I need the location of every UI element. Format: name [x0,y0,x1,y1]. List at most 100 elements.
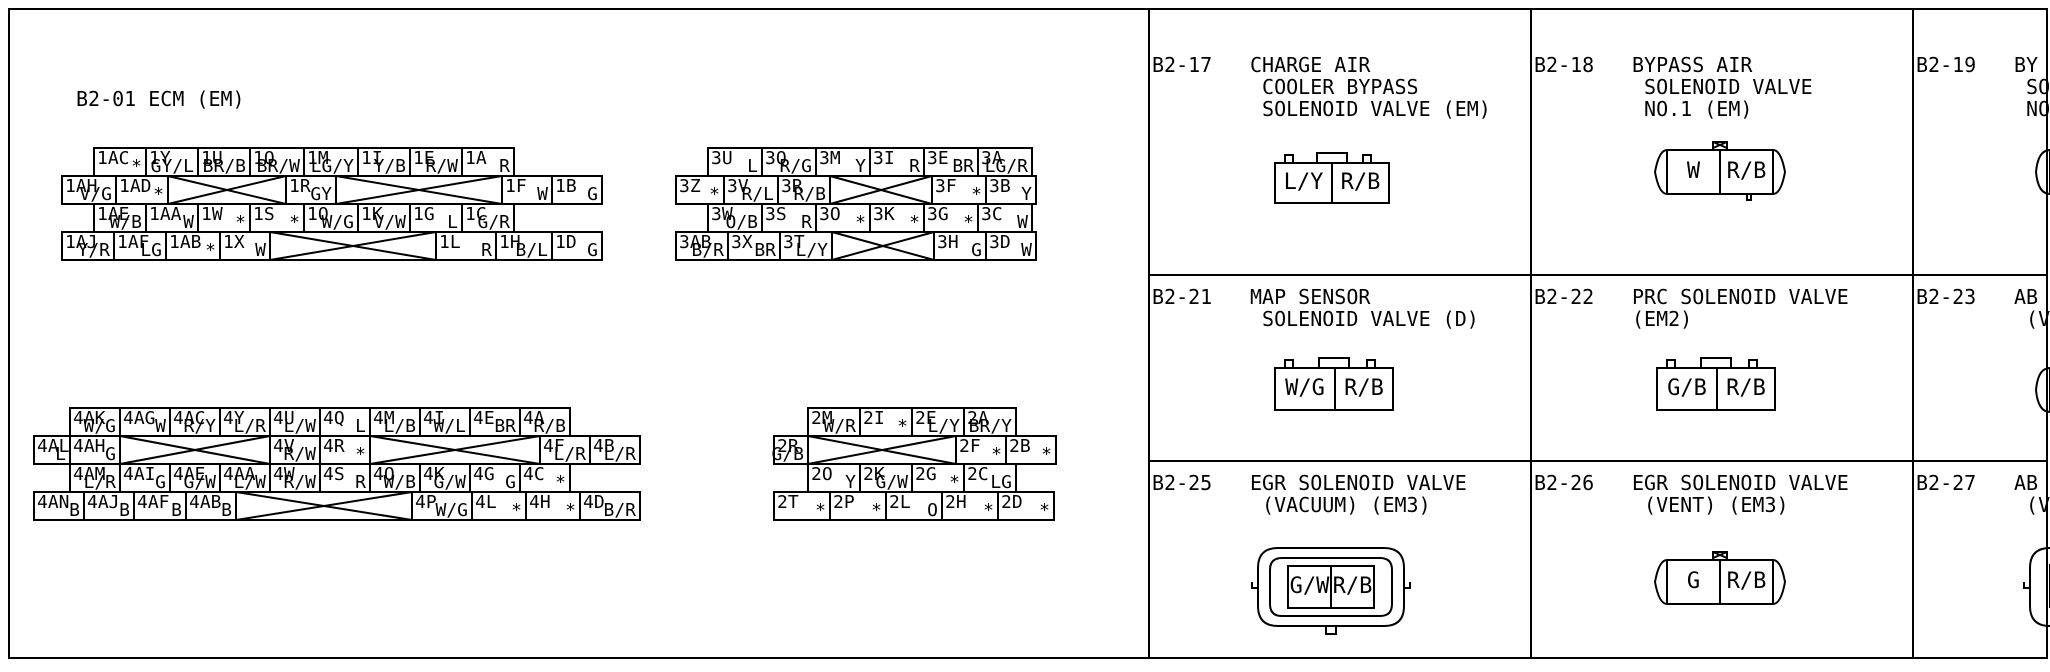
pin-box [119,463,171,493]
pin-box [69,463,121,493]
pin-color: L/Y [795,240,828,261]
pin-box [495,231,553,261]
pin-cell: 4H* [526,492,580,520]
pin-tab [1748,359,1758,368]
pin-number: 2L [889,492,911,513]
pin-number: 3E [927,148,949,169]
pin-color: L/W [233,472,266,493]
pin-color: GY/L [150,156,194,177]
pin-box [219,463,271,493]
pin-color: W [1021,240,1032,261]
pin-box [551,175,603,205]
pin-box [501,175,553,205]
pin-color: Y [855,156,866,177]
pin-box [145,147,199,177]
latch-mark [1712,141,1728,149]
pin-tab [1362,154,1372,163]
pin-number: 4AM [73,464,106,485]
pin-box [761,203,817,233]
pin-box [773,491,831,521]
component-title: PRC SOLENOID VALVE (EM2) [1632,285,1849,331]
component-id: B2-27 [1916,471,1977,495]
pin-box [93,203,147,233]
pin-number: 4AK [73,408,106,429]
pin-number: 4U [273,408,295,429]
pin-cell: 1AB* [166,232,220,260]
pin-number: 3C [981,204,1003,225]
latch-tab [1712,141,1728,150]
pin-color: BR [754,240,776,261]
pin-color: R/W [283,472,316,493]
pin-color: * [963,212,974,233]
pin-box [169,463,221,493]
pin-tab [1666,359,1676,368]
pin-box [525,491,581,521]
pin-color: R [355,472,366,493]
connector-partial [2034,367,2050,413]
pin-box [869,147,925,177]
component-id: B2-17 [1152,53,1213,77]
pin-box [249,203,305,233]
pin-box [869,203,925,233]
pin-box [777,175,831,205]
terminal-label: R/B [1726,159,1767,184]
pin-number: 4R [323,436,345,457]
pin-number: 4AG [123,408,156,429]
pin-color: G/W [183,472,216,493]
divider-col-2 [1530,8,1532,659]
pin-box [165,231,221,261]
pin-box [707,147,763,177]
pin-color: Y/R [77,240,110,261]
terminal-label: R/B [1332,574,1373,599]
pin-color: LG [140,240,162,261]
pin-number: 3T [783,232,805,253]
pin-color: * [971,184,982,205]
pin-cell: 2H* [942,492,998,520]
pin-number: 3I [873,148,895,169]
pin-color: W/R [823,416,856,437]
pin-number: 3U [711,148,733,169]
pin-cell: 3C W [978,204,1032,232]
pin-cell: 4C* [520,464,570,492]
pin-color: * [1041,444,1052,465]
pin-color: R/B [533,416,566,437]
pin-box [761,147,817,177]
pin-box [955,435,1007,465]
pin-cell: 3O* [816,204,870,232]
terminal-label: G/B [1667,376,1707,401]
pin-box [829,491,887,521]
pin-box [269,435,321,465]
pin-color: G [587,240,598,261]
pin-box [61,175,117,205]
component-id: B2-19 [1916,53,1977,77]
pin-box [539,435,591,465]
pin-number: 3D [989,232,1011,253]
pin-box [319,463,371,493]
pin-color: W [1017,212,1028,233]
component-title: EGR SOLENOID VALVE (VENT) (EM3) [1632,471,1849,517]
terminal-label: R/B [1726,376,1766,401]
pin-box [61,231,115,261]
lock-tab [1316,152,1348,163]
pin-number: 4AC [173,408,206,429]
